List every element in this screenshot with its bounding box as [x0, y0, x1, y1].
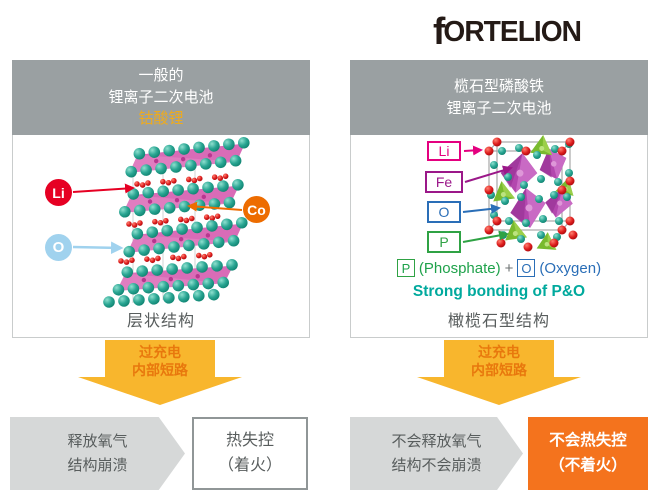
no-fire-line: （不着火） — [549, 456, 627, 474]
no-thermal-runaway-line: 不会热失控 — [549, 432, 627, 450]
right-cause-chevron: 不会释放氧气 结构不会崩溃 — [350, 417, 523, 490]
fe-pointer-arrow — [464, 165, 513, 183]
right-overcharge-arrow: 过充电 内部短路 — [417, 340, 581, 406]
fe-element-label: Fe — [425, 171, 463, 193]
no-oxygen-release-line: 不会释放氧气 — [391, 433, 482, 451]
left-panel-header: 一般的 锂离子二次电池 钴酸锂 — [12, 60, 310, 135]
o-symbol-box: O — [517, 259, 536, 277]
right-arrow-text: 过充电 内部短路 — [417, 343, 581, 379]
left-title-line2: 锂离子二次电池 — [108, 88, 214, 106]
strong-bonding-note: Strong bonding of P&O — [412, 283, 586, 300]
left-title-line1: 一般的 — [138, 66, 184, 84]
layered-crystal-structure-illustration — [72, 135, 309, 309]
right-structure-caption: 橄榄石型结构 — [447, 313, 550, 330]
logo-rest: ORTELION — [443, 16, 582, 48]
right-result-box: 不会热失控 （不着火） — [528, 417, 648, 490]
left-title-cobalt: 钴酸锂 — [138, 110, 184, 128]
left-result-box: 热失控 （着火） — [192, 417, 308, 490]
li-element-label: Li — [427, 141, 461, 161]
li-atom-badge: Li — [45, 179, 72, 206]
fire-line: （着火） — [217, 456, 282, 474]
p-element-label: P — [427, 231, 461, 253]
o-pointer-arrow — [72, 241, 124, 255]
co-atom-badge: Co — [243, 196, 270, 223]
right-title-line2: 锂离子二次电池 — [446, 99, 552, 117]
oxygen-release-line: 释放氧气 — [67, 433, 128, 451]
o-element-label: O — [427, 201, 461, 223]
p-pointer-arrow — [462, 230, 509, 243]
left-arrow-text: 过充电 内部短路 — [78, 343, 242, 379]
olivine-crystal-structure-illustration — [462, 135, 578, 252]
left-panel-conventional-battery: 一般的 锂离子二次电池 钴酸锂 — [12, 60, 310, 338]
right-cause-text: 不会释放氧气 结构不会崩溃 — [363, 430, 510, 477]
right-panel-body: Li Fe O P P (Phosphate) + O (Oxygen) Str… — [350, 135, 648, 338]
left-panel-body: Li Co O 层状结构 — [12, 135, 310, 338]
right-panel-header: 榄石型磷酸铁 锂离子二次电池 — [350, 60, 648, 135]
phosphate-oxygen-formula: P (Phosphate) + O (Oxygen) — [351, 259, 647, 277]
p-symbol-box: P — [396, 259, 415, 277]
left-overcharge-arrow: 过充电 内部短路 — [78, 340, 242, 406]
o-atom-badge: O — [45, 234, 72, 261]
o-pointer-arrow — [462, 203, 501, 214]
structure-collapse-line: 结构崩溃 — [67, 456, 128, 474]
fortelion-logo: fORTELION — [433, 10, 582, 54]
no-structure-collapse-line: 结构不会崩溃 — [391, 456, 482, 474]
down-arrow-shape — [78, 340, 242, 405]
left-cause-chevron: 释放氧气 结构崩溃 — [10, 417, 185, 490]
short-circuit-line: 内部短路 — [471, 362, 527, 379]
overcharge-line: 过充电 — [478, 344, 520, 360]
short-circuit-line: 内部短路 — [132, 362, 188, 379]
li-pointer-arrow — [463, 145, 483, 156]
co-pointer-arrow — [187, 201, 243, 212]
right-panel-olivine-battery: 榄石型磷酸铁 锂离子二次电池 — [350, 60, 648, 338]
right-title-line1: 榄石型磷酸铁 — [453, 77, 544, 95]
phosphate-label: (Phosphate) — [418, 259, 501, 277]
down-arrow-shape — [417, 340, 581, 405]
left-structure-caption: 层状结构 — [126, 313, 195, 330]
logo-letter-f: f — [433, 10, 445, 53]
oxygen-label: (Oxygen) — [539, 259, 602, 277]
plus-sign: + — [504, 259, 514, 277]
thermal-runaway-line: 热失控 — [225, 431, 274, 449]
li-pointer-arrow — [72, 183, 135, 194]
overcharge-line: 过充电 — [139, 344, 181, 360]
left-cause-text: 释放氧气 结构崩溃 — [23, 430, 172, 477]
